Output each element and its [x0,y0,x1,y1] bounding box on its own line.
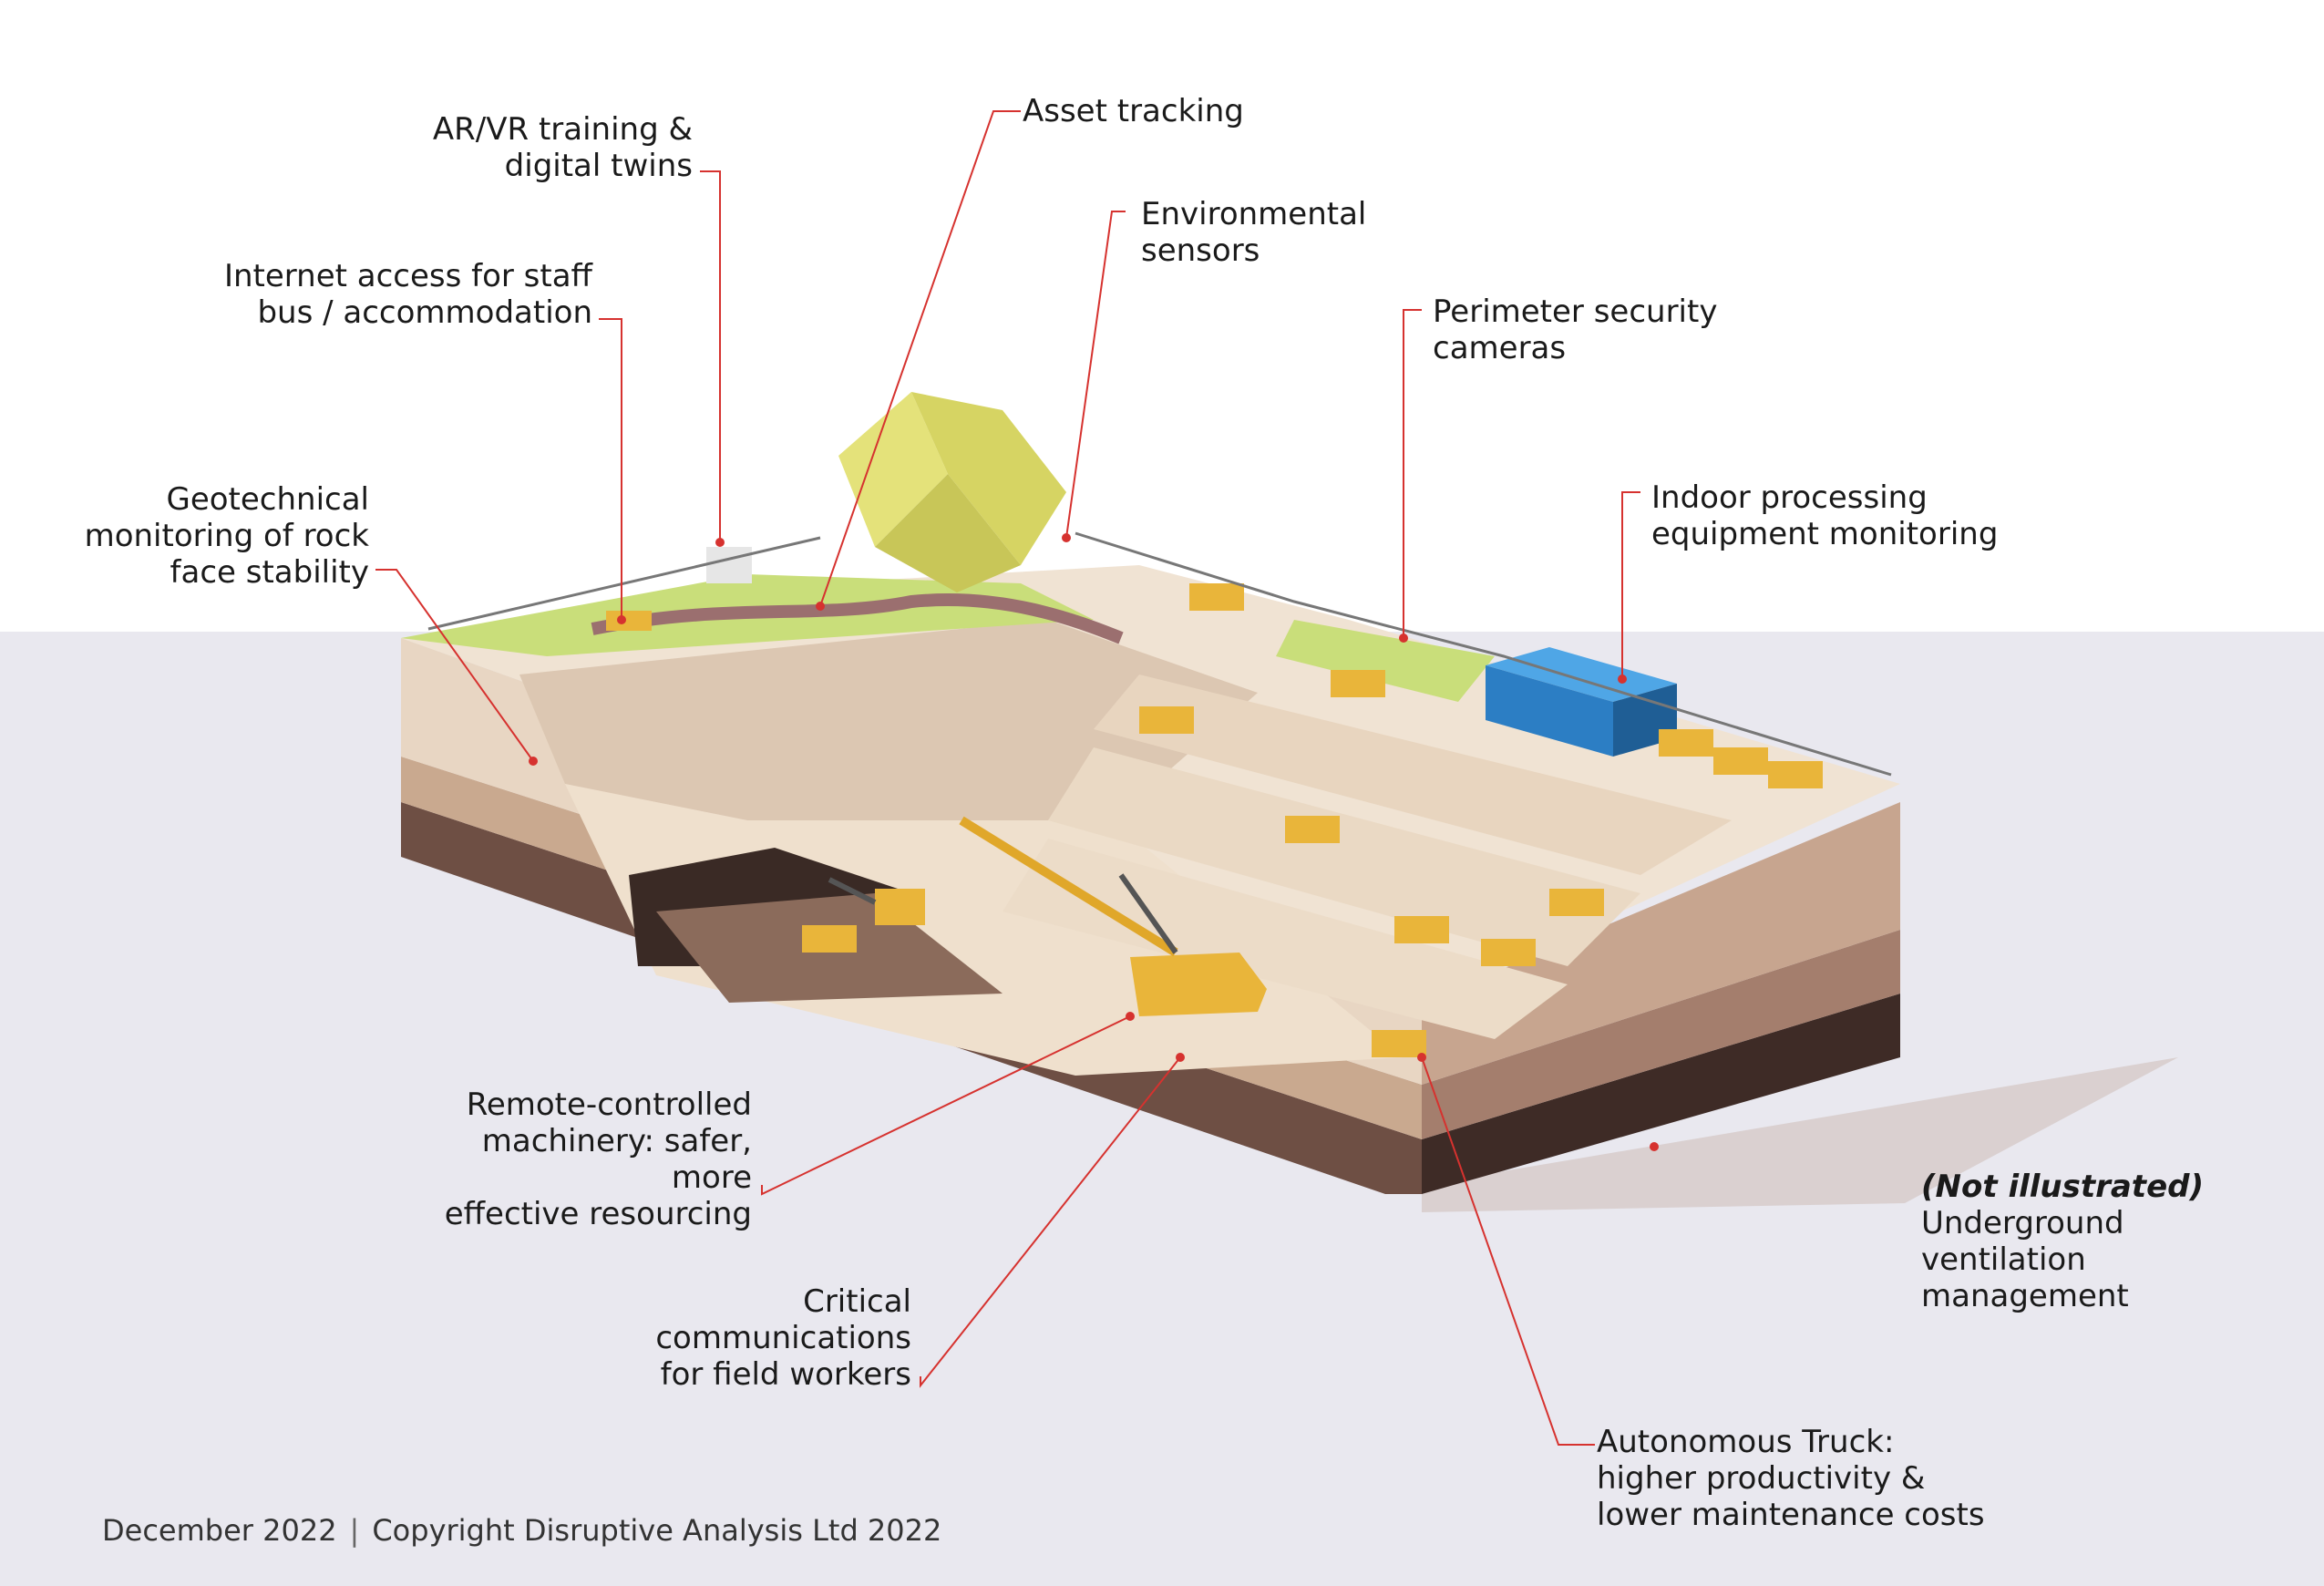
haul-truck [1372,1030,1426,1057]
haul-truck [1659,729,1713,757]
leader-dot [1062,533,1071,542]
label-environmental: Environmental sensors [1141,196,1367,269]
haul-truck [1189,583,1244,611]
leader-dot [1126,1012,1135,1021]
bench-2 [1048,747,1640,966]
label-ventilation-text: Underground ventilation management [1921,1205,2129,1314]
leader-dot [1176,1053,1185,1062]
footer-date: December 2022 [102,1513,337,1548]
label-remote-controlled: Remote-controlled machinery: safer, more… [444,1087,752,1232]
pit-wall-back [519,620,1258,820]
haul-truck [1331,670,1385,697]
leader-dot [617,615,626,624]
label-geotechnical: Geotechnical monitoring of rock face sta… [84,481,369,591]
excavator [828,877,925,925]
hill-front [875,474,1021,592]
label-internet-access: Internet access for staff bus / accommod… [223,258,592,331]
leader-dot [1399,633,1408,643]
perimeter-fence-left [427,536,821,631]
leader-ar-vr [700,170,721,542]
grass-right-area [1276,620,1495,702]
leader-asset-tracking [819,110,1021,607]
leader-critical [920,1056,1181,1388]
leader-dot [816,602,825,611]
dragline [959,816,1267,1016]
hill-right [911,392,1066,565]
haul-truck [1285,816,1340,843]
bedrock-right-face [1422,994,1900,1194]
haul-trucks [606,583,1823,1057]
leader-dot [529,757,538,766]
label-indoor-processing: Indoor processing equipment monitoring [1651,479,1999,552]
leader-dot [715,538,725,547]
leader-dots [529,533,1659,1151]
processing-building-roof [1486,647,1677,702]
bus [606,611,652,631]
leader-environmental [1065,211,1126,539]
label-not-illustrated: (Not illustrated) [1921,1169,2205,1205]
block-shadow [1422,1057,2178,1212]
leader-remote [761,1015,1131,1196]
leader-lines [375,110,1640,1446]
haul-truck [1139,706,1194,734]
leader-internet [599,318,622,620]
perimeter-fence [1075,531,1892,777]
label-critical-comms: Critical communications for field worker… [655,1283,911,1393]
right-face-upper [1422,802,1900,1085]
leader-indoor [1621,491,1640,679]
haul-truck [1481,939,1536,966]
leader-perimeter [1403,309,1422,638]
footer: December 2022 | Copyright Disruptive Analy… [102,1513,941,1548]
leader-geotechnical [375,569,534,762]
haul-truck [1394,916,1449,943]
hill-left [838,392,948,547]
bench-3 [1003,839,1568,1039]
label-perimeter: Perimeter security cameras [1433,294,1718,366]
leader-dot [1650,1142,1659,1151]
leader-autonomous [1421,1056,1595,1446]
haul-truck [1768,761,1823,788]
background-top [0,0,2324,632]
soil-layer-right [1422,930,1900,1139]
processing-building-front [1486,665,1613,757]
office-building [706,547,752,583]
label-autonomous-truck: Autonomous Truck: higher productivity & … [1597,1424,1985,1533]
haul-truck [1549,889,1604,916]
leader-dot [1618,675,1627,684]
label-ar-vr: AR/VR training & digital twins [432,111,693,184]
label-underground-ventilation: (Not illustrated)Underground ventilation… [1921,1132,2213,1314]
bench-1 [1094,675,1732,875]
footer-copyright: Copyright Disruptive Analysis Ltd 2022 [372,1513,942,1548]
haul-truck [802,925,857,953]
haul-truck [1713,747,1768,775]
leader-dot [1417,1053,1426,1062]
road [591,593,1124,644]
footer-separator: | [349,1513,360,1548]
label-asset-tracking: Asset tracking [1023,93,1244,129]
